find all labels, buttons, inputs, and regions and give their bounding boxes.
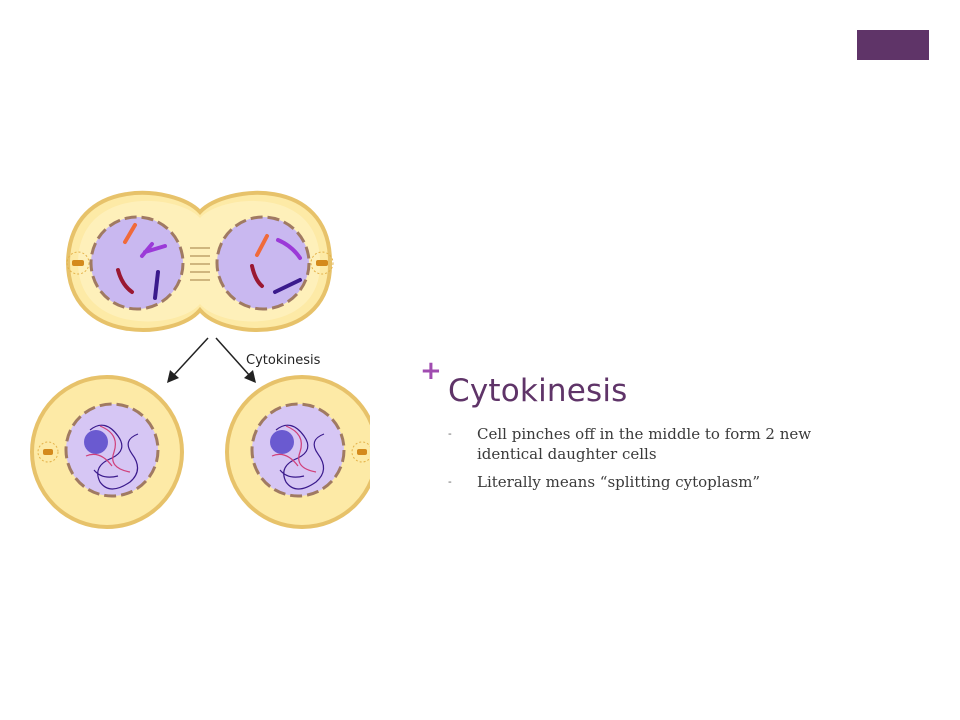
- bullet-item: - Literally means “splitting cytoplasm”: [448, 472, 848, 492]
- bullet-text: Literally means “splitting cytoplasm”: [477, 473, 761, 491]
- bullet-text: Cell pinches off in the middle to form 2…: [477, 425, 812, 463]
- bullet-marker: -: [448, 475, 452, 488]
- daughter-cell-icon-right: [225, 375, 370, 529]
- dividing-cell-icon: [65, 191, 334, 332]
- corner-accent-box: [857, 30, 929, 60]
- cytokinesis-diagram: Cytokinesis: [30, 191, 370, 529]
- slide-title: Cytokinesis: [448, 373, 628, 409]
- arrow-icon: [167, 337, 256, 383]
- bullet-marker: -: [448, 427, 452, 440]
- bullet-list: - Cell pinches off in the middle to form…: [448, 424, 848, 500]
- plus-icon: +: [420, 356, 442, 386]
- daughter-cell-icon: [30, 375, 184, 529]
- diagram-label: Cytokinesis: [246, 353, 321, 368]
- bullet-item: - Cell pinches off in the middle to form…: [448, 424, 848, 464]
